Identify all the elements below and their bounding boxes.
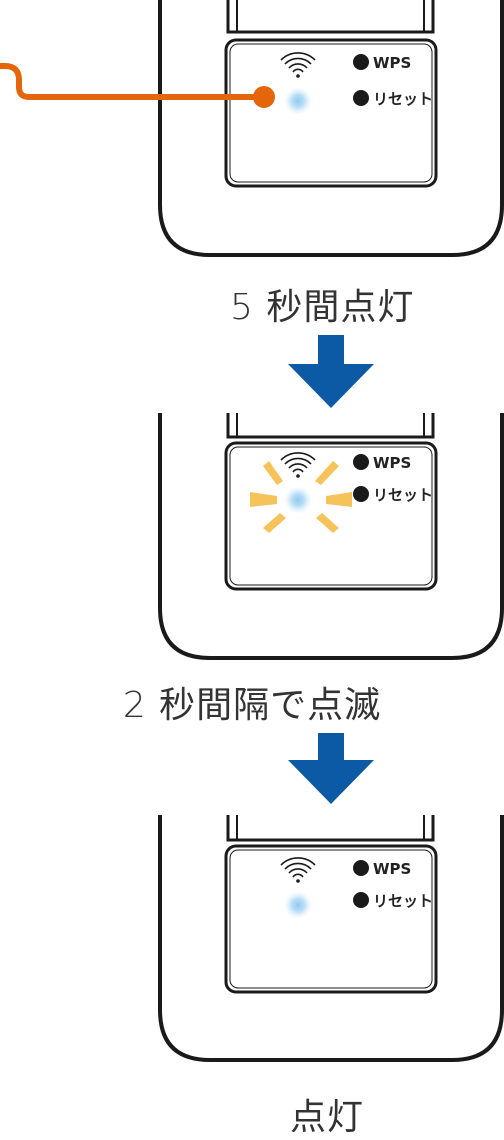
reset-button-dot-icon: [353, 892, 369, 908]
down-arrow-icon: [288, 733, 374, 804]
down-arrow-icon: [288, 335, 374, 408]
wps-button-dot-icon: [353, 454, 369, 470]
device-upper-slot: [226, 0, 435, 34]
wifi-led-light: [284, 87, 312, 115]
device-body-outline: [158, 413, 504, 660]
device-front-panel-inner: [229, 43, 433, 183]
wps-label: WPS: [373, 454, 411, 472]
reset-label: リセット: [373, 486, 433, 504]
reset-label: リセット: [373, 892, 433, 910]
device-front-panel-inner: [229, 446, 433, 586]
reset-button-dot-icon: [353, 90, 369, 106]
wps-label: WPS: [373, 860, 411, 878]
callout-line: [0, 63, 275, 108]
wifi-icon: [280, 452, 316, 478]
reset-button-dot-icon: [353, 486, 369, 502]
device-panel-2: WPS リセット: [158, 413, 504, 660]
device-body-outline: [158, 0, 504, 257]
wps-button-dot-icon: [353, 54, 369, 70]
device-upper-slot: [226, 413, 435, 439]
device-front-panel: [224, 38, 438, 188]
caption-step-3: 点灯: [290, 1097, 365, 1138]
callout-dot-icon: [253, 86, 275, 108]
device-front-panel-inner: [229, 849, 433, 989]
wifi-led-light: [284, 486, 312, 514]
wifi-led-light: [284, 891, 312, 919]
device-panel-3: WPS リセット: [158, 815, 504, 1062]
wifi-icon: [280, 52, 316, 78]
device-upper-slot: [226, 815, 435, 842]
blink-rays: [250, 461, 352, 533]
device-body-outline: [158, 815, 504, 1062]
device-front-panel: [224, 844, 438, 994]
reset-label: リセット: [373, 90, 433, 108]
wps-button-dot-icon: [353, 860, 369, 876]
wifi-icon: [280, 857, 316, 883]
caption-step-1: 5 秒間点灯: [230, 287, 415, 328]
caption-step-2: 2 秒間隔で点滅: [122, 685, 382, 726]
wps-label: WPS: [373, 54, 411, 72]
device-panel-1: WPS リセット: [0, 0, 504, 257]
